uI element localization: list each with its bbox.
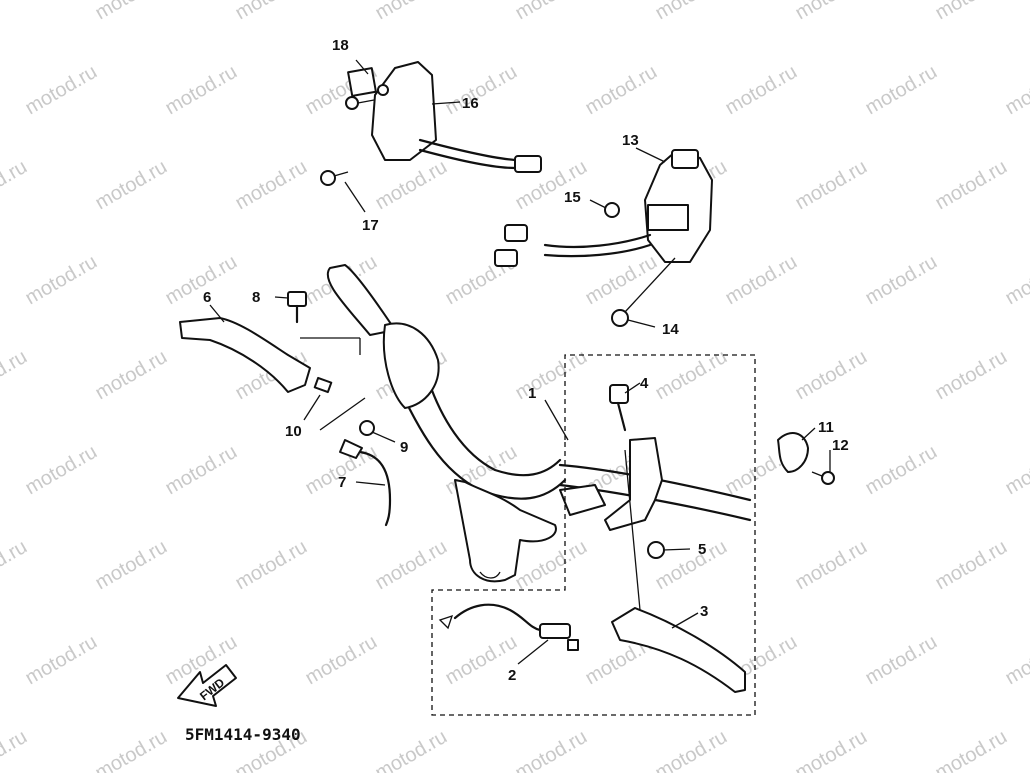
- watermark-text: motod.ru: [0, 0, 31, 24]
- watermark-text: motod.ru: [652, 536, 731, 595]
- watermark-text: motod.ru: [372, 536, 451, 595]
- watermark-text: motod.ru: [92, 726, 171, 773]
- watermark-text: motod.ru: [932, 0, 1011, 24]
- callout-18: 18: [332, 37, 349, 54]
- watermark-text: motod.ru: [582, 251, 661, 310]
- watermark-text: motod.ru: [232, 536, 311, 595]
- left-switch-housing: [320, 61, 542, 186]
- watermark-text: motod.ru: [372, 0, 451, 24]
- watermark-text: motod.ru: [92, 346, 171, 405]
- watermark-text: motod.ru: [22, 61, 101, 120]
- watermark-text: motod.ru: [1002, 251, 1030, 310]
- callout-13: 13: [622, 132, 639, 149]
- callout-14: 14: [662, 321, 679, 338]
- watermark-text: motod.ru: [932, 536, 1011, 595]
- callout-15: 15: [564, 189, 581, 206]
- callout-1: 1: [528, 385, 536, 402]
- callout-8: 8: [252, 289, 260, 306]
- watermark-text: motod.ru: [652, 0, 731, 24]
- watermark-text: motod.ru: [792, 156, 871, 215]
- watermark-text: motod.ru: [512, 0, 591, 24]
- callout-labels: 1 2 3 4 5 6 7 8 9 10 11 12 13 14 15 16 1…: [203, 37, 849, 684]
- watermark-text: motod.ru: [792, 0, 871, 24]
- handlebar: [326, 264, 752, 583]
- watermark-text: motod.ru: [792, 346, 871, 405]
- watermark-text: motod.ru: [0, 346, 31, 405]
- brake-switch-cable: [438, 603, 579, 651]
- watermark-text: motod.ru: [232, 156, 311, 215]
- watermark-text: motod.ru: [1002, 631, 1030, 690]
- watermark-text: motod.ru: [512, 346, 591, 405]
- group-outline: [431, 354, 756, 716]
- right-switch-housing: [494, 149, 713, 327]
- right-lever-assembly: [604, 384, 835, 693]
- callout-11: 11: [818, 419, 834, 436]
- watermark-text: motod.ru: [652, 726, 731, 773]
- watermark-text: motod.ru: [792, 726, 871, 773]
- watermark-text: motod.ru: [442, 61, 521, 120]
- watermark-text: motod.ru: [22, 631, 101, 690]
- watermark-text: motod.ru: [22, 441, 101, 500]
- watermark-text: motod.ru: [372, 726, 451, 773]
- leader-lines: [209, 59, 831, 665]
- watermark-text: motod.ru: [0, 156, 31, 215]
- callout-16: 16: [462, 95, 479, 112]
- watermark-text: motod.ru: [722, 251, 801, 310]
- watermark-text: motod.ru: [0, 536, 31, 595]
- callout-7: 7: [338, 474, 346, 491]
- watermark-text: motod.ru: [92, 0, 171, 24]
- watermark-text: motod.ru: [92, 156, 171, 215]
- callout-6: 6: [203, 289, 211, 306]
- fwd-arrow: FWD: [177, 664, 237, 707]
- callout-12: 12: [832, 437, 849, 454]
- callout-17: 17: [362, 217, 379, 234]
- watermark-text: motod.ru: [862, 61, 941, 120]
- watermark-text: motod.ru: [862, 441, 941, 500]
- watermark-text: motod.ru: [162, 251, 241, 310]
- watermark-text: motod.ru: [162, 441, 241, 500]
- watermark-text: motod.ru: [162, 61, 241, 120]
- watermark-text: motod.ru: [232, 0, 311, 24]
- watermark-text: motod.ru: [512, 726, 591, 773]
- watermark-text: motod.ru: [92, 536, 171, 595]
- watermark-text: motod.ru: [932, 156, 1011, 215]
- watermark-text: motod.ru: [932, 346, 1011, 405]
- diagram-code: 5FM1414-9340: [185, 725, 301, 744]
- watermark-text: motod.ru: [932, 726, 1011, 773]
- callout-2: 2: [508, 667, 516, 684]
- watermark-text: motod.ru: [862, 631, 941, 690]
- watermark-text: motod.ru: [722, 61, 801, 120]
- watermark-text: motod.ru: [22, 251, 101, 310]
- left-lever: [179, 291, 392, 527]
- callout-9: 9: [400, 439, 408, 456]
- callout-4: 4: [640, 375, 649, 392]
- watermark-text: motod.ru: [582, 61, 661, 120]
- watermark-text: motod.ru: [1002, 441, 1030, 500]
- watermark-text: motod.ru: [792, 536, 871, 595]
- callout-3: 3: [700, 603, 708, 620]
- watermark-text: motod.ru: [1002, 61, 1030, 120]
- watermark-text: motod.ru: [0, 726, 31, 773]
- watermark-text: motod.ru: [512, 536, 591, 595]
- watermark-text: motod.ru: [372, 156, 451, 215]
- watermark-text: motod.ru: [862, 251, 941, 310]
- callout-10: 10: [285, 423, 302, 440]
- callout-5: 5: [698, 541, 706, 558]
- watermark-text: motod.ru: [302, 631, 381, 690]
